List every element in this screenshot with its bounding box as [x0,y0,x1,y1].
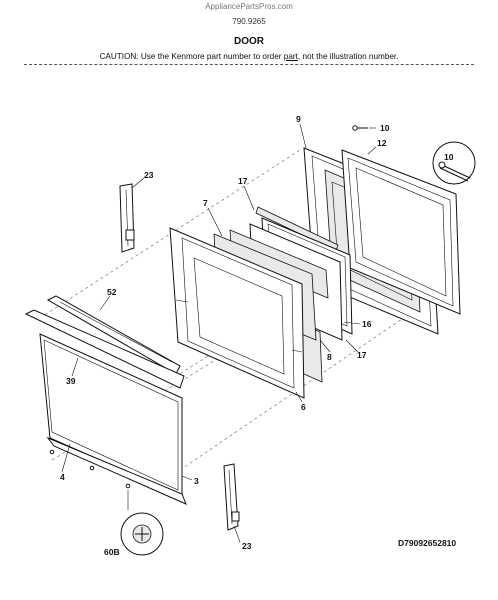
screw-part-10[interactable] [352,125,368,131]
callout-17-top: 17 [238,176,248,186]
callout-23-bottom: 23 [242,541,252,551]
diagram-title: DOOR [234,36,264,47]
part-link[interactable]: part [283,52,298,61]
callout-3: 3 [194,476,199,486]
callout-10-inset: 10 [444,152,454,162]
callout-9: 9 [296,114,301,124]
callout-60b: 60B [104,547,120,557]
callout-23-top: 23 [144,170,154,180]
callout-39: 39 [66,376,76,386]
caution-text-end: , not the illustration number. [297,52,399,61]
callout-4: 4 [60,472,65,482]
caution-note: CAUTION: Use the Kenmore part number to … [0,52,498,61]
callout-6: 6 [301,402,306,412]
site-watermark: AppliancePartsPros.com [205,2,293,11]
callout-labels: 10 9 12 10 23 17 7 52 16 8 17 39 6 4 3 6… [60,114,454,557]
screw-inset-part-60b[interactable] [120,512,164,556]
callout-52: 52 [107,287,117,297]
caution-text-start: CAUTION: Use the Kenmore part number to … [99,52,284,61]
door-handle-part-52[interactable] [24,295,185,389]
callout-16: 16 [362,319,372,329]
hinge-part-23-top[interactable] [119,183,135,253]
door-trim-part-4[interactable] [46,436,187,505]
header-divider [24,64,474,65]
hinge-part-23-bottom[interactable] [223,463,240,531]
diagram-code: D79092652810 [398,538,457,548]
callout-17-bottom: 17 [357,350,367,360]
callout-8: 8 [327,352,332,362]
callout-7: 7 [203,198,208,208]
inner-frame-part-7[interactable] [169,227,305,399]
leader-lines [61,123,377,543]
model-number: 790.9265 [232,17,266,26]
callout-12: 12 [377,138,387,148]
callout-10-top: 10 [380,123,390,133]
door-gasket-part-12[interactable] [341,149,461,315]
screw-detail-inset [432,141,476,185]
